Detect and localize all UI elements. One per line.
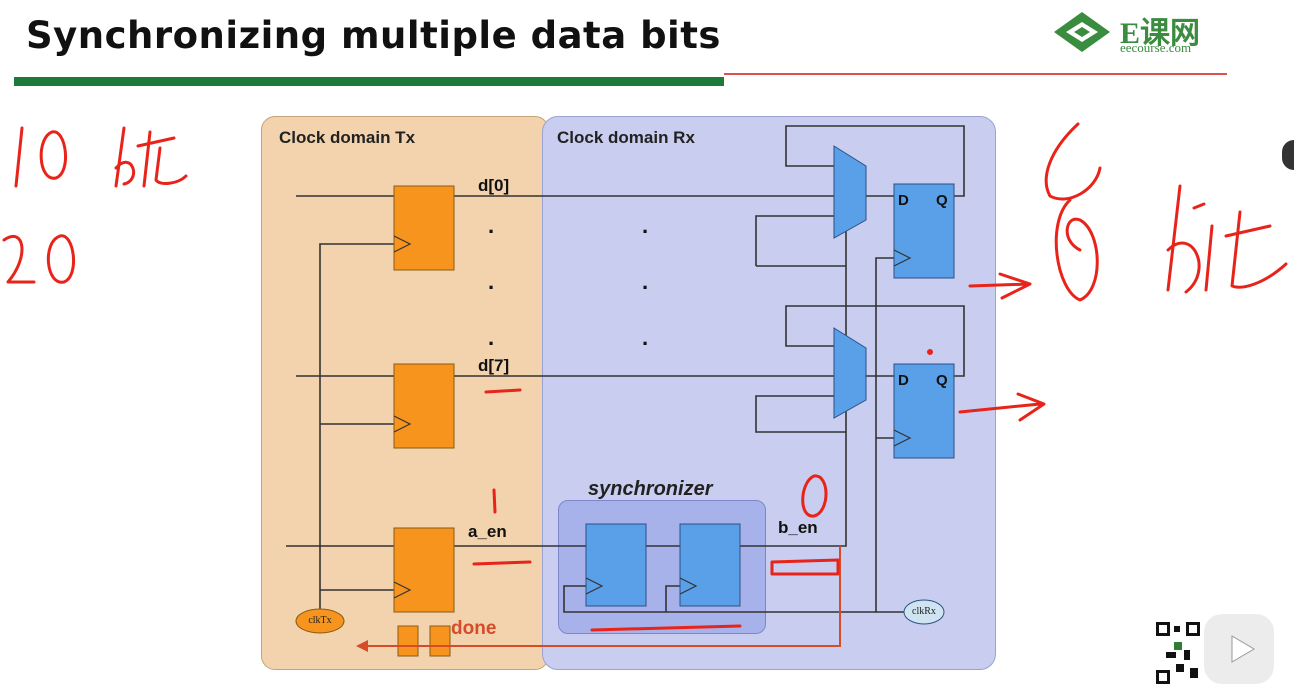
qr-code-icon (1154, 620, 1202, 686)
rx-flop-d7-d-pin: D (898, 372, 909, 389)
logo-icon (1054, 12, 1110, 52)
tx-domain-label: Clock domain Tx (279, 128, 416, 147)
signal-ben-label: b_en (778, 518, 818, 537)
side-handle[interactable] (1282, 140, 1294, 170)
ellipsis-tx-1: . (488, 213, 495, 238)
title-rule-red (724, 73, 1227, 75)
synchronizer-box (558, 500, 766, 634)
title-rule-green (14, 77, 724, 86)
clktx-label: clkTx (308, 615, 332, 626)
synchronizer-label: synchronizer (588, 478, 713, 500)
slide-title: Synchronizing multiple data bits (26, 14, 721, 57)
signal-aen-label: a_en (468, 522, 507, 541)
signal-d7-label: d[7] (478, 356, 510, 375)
play-icon (1231, 635, 1255, 663)
signal-done-label: done (451, 618, 497, 639)
rx-flop-d7-q-pin: Q (936, 372, 948, 389)
brand-logo: E课网 eecourse.com (1050, 8, 1230, 58)
ellipsis-rx-1: . (642, 213, 649, 238)
rx-domain-label: Clock domain Rx (557, 128, 695, 147)
ellipsis-tx-2: . (488, 269, 495, 294)
logo-brand-text: E课网 (1120, 17, 1201, 50)
logo-url-text: eecourse.com (1120, 40, 1192, 55)
tx-domain-panel (261, 116, 549, 670)
ellipsis-tx-3: . (488, 325, 495, 350)
rx-flop-d0-q-pin: Q (936, 192, 948, 209)
rx-flop-d0-d-pin: D (898, 192, 909, 209)
clkrx-label: clkRx (912, 606, 936, 617)
signal-d0-label: d[0] (478, 176, 510, 195)
ellipsis-rx-3: . (642, 325, 649, 350)
ellipsis-rx-2: . (642, 269, 649, 294)
play-button[interactable] (1204, 614, 1274, 684)
